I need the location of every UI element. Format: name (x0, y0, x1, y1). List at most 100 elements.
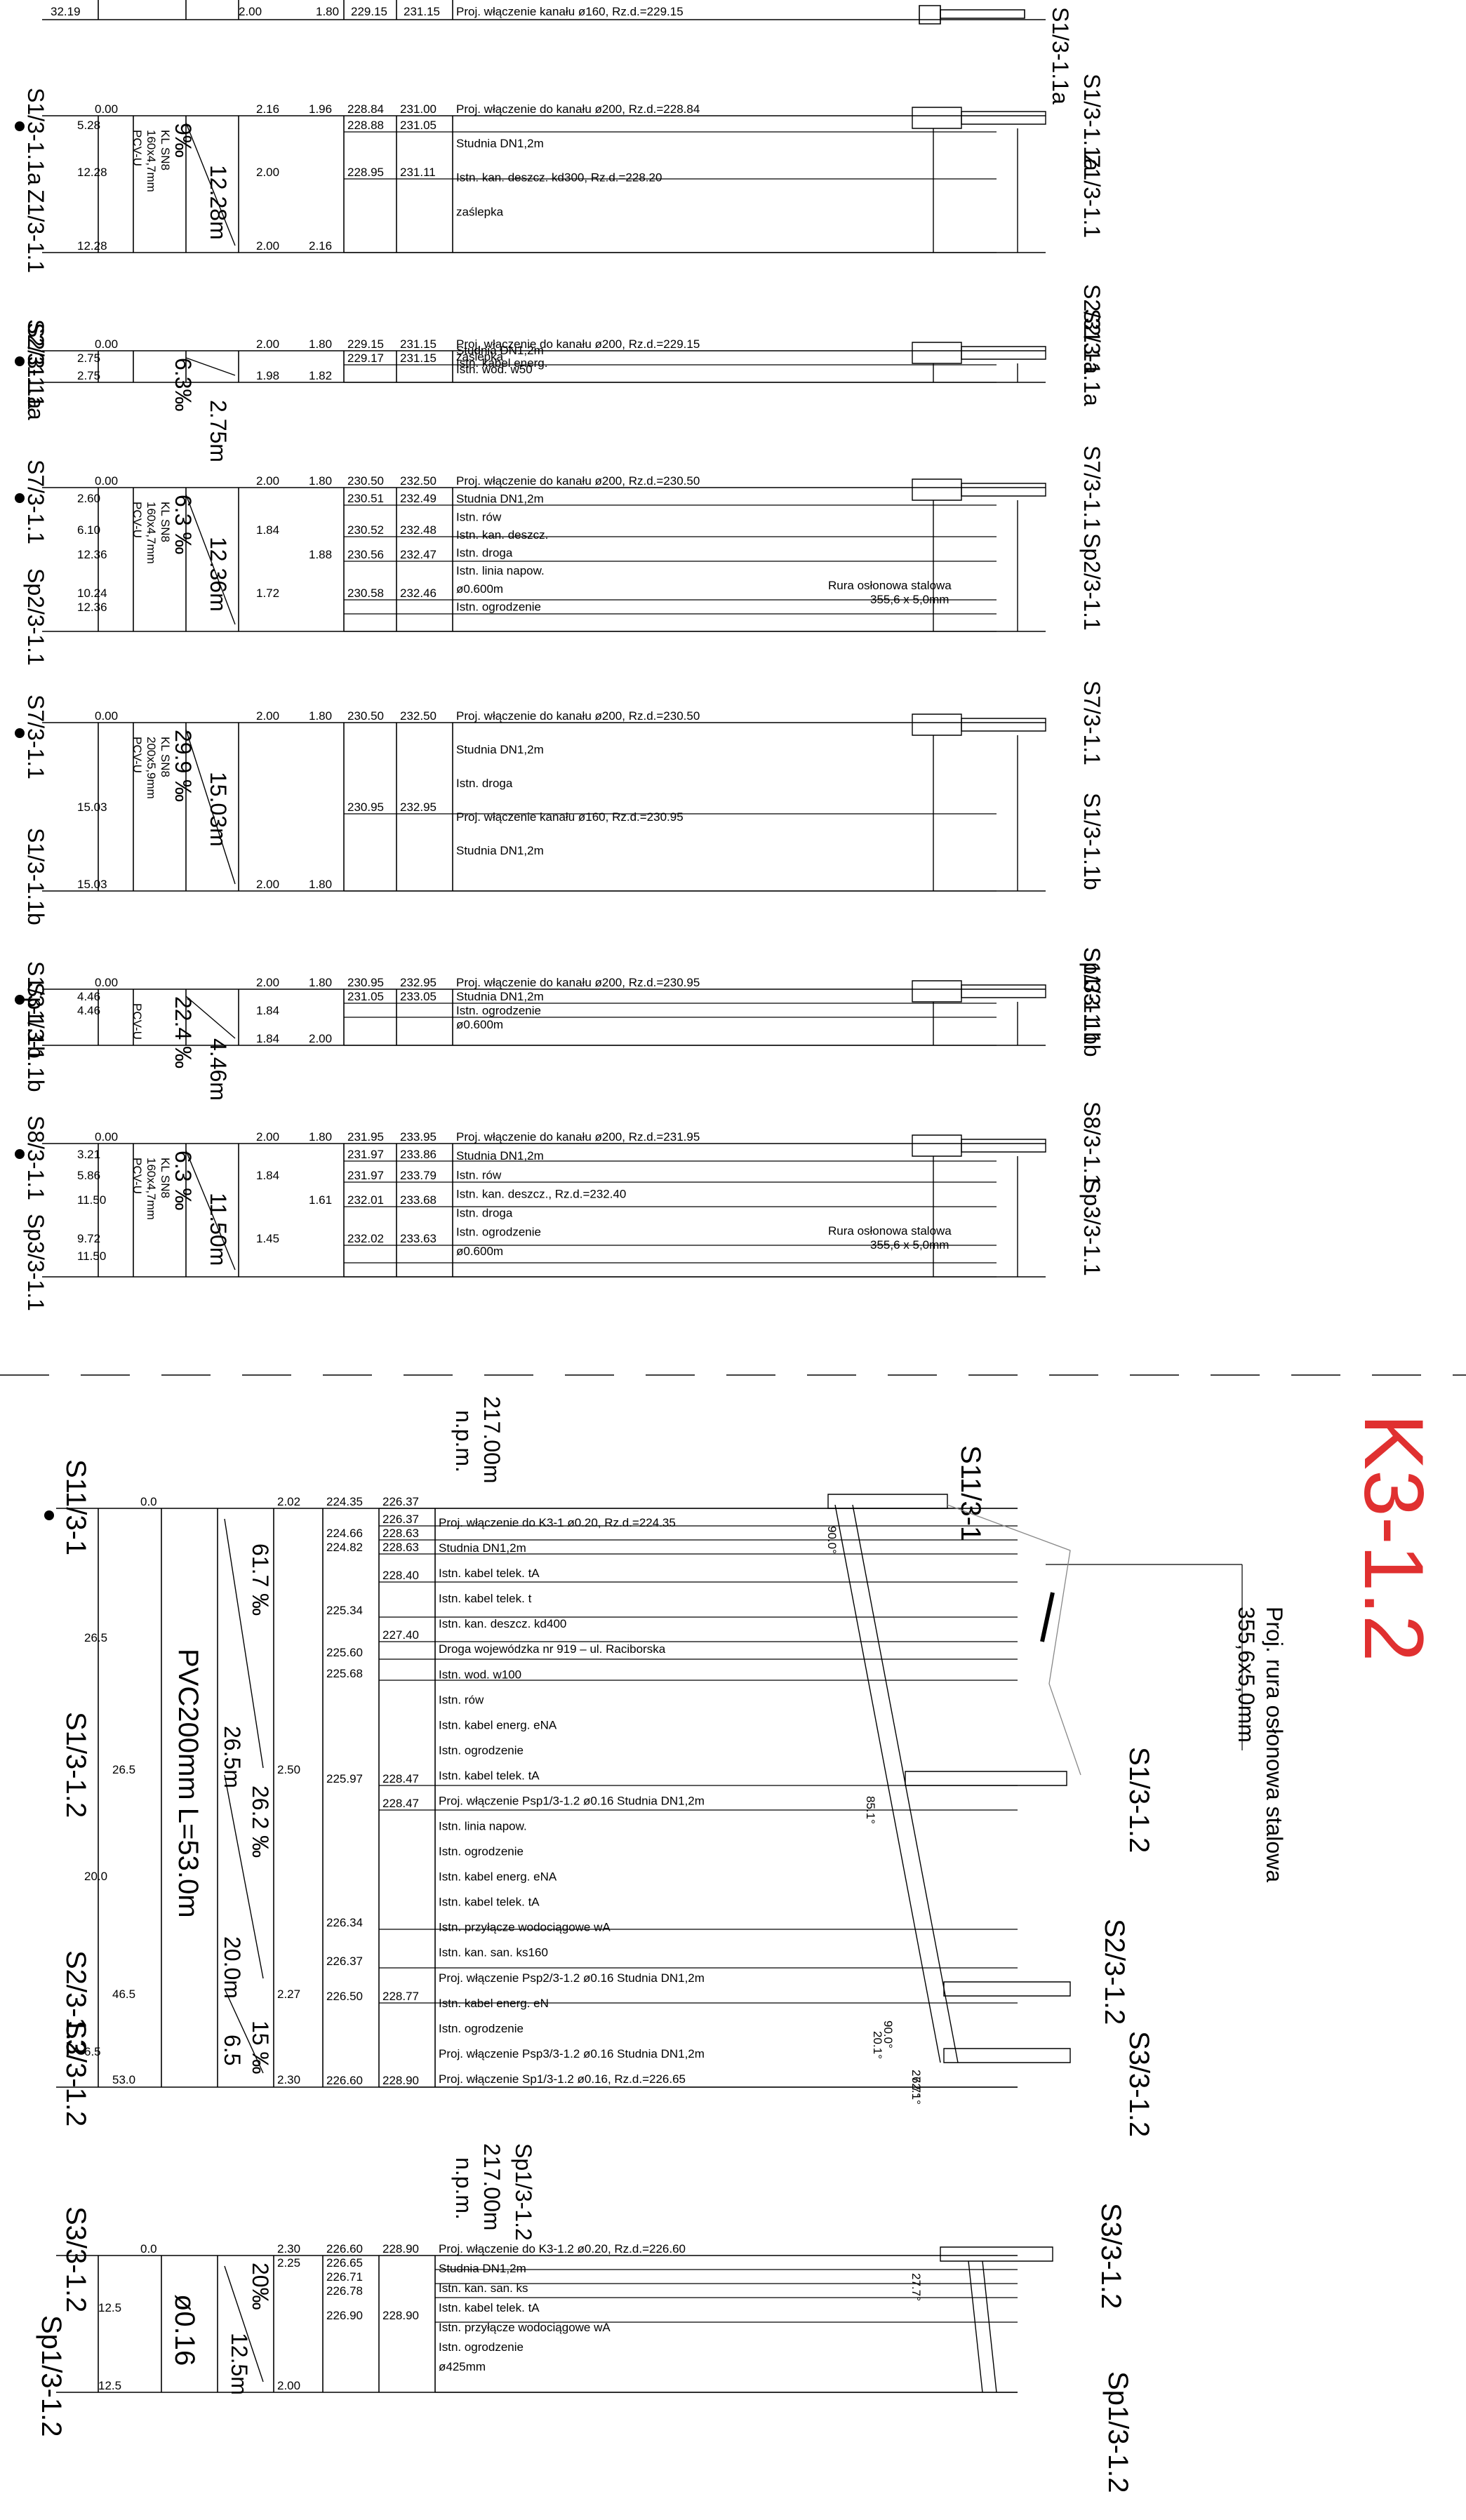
k-angle-label: 90.0° (825, 1526, 839, 1554)
pipe-plan (961, 718, 1046, 731)
casing-label: Rura osłonowa stalowa (828, 1224, 952, 1238)
k-angle-label: 62.1° (909, 2077, 923, 2105)
note-text: Istn. ogrodzenie (456, 1004, 541, 1017)
level-bottom: 231.95 (347, 1130, 384, 1144)
manhole-symbol (15, 356, 25, 366)
level-top: 233.86 (400, 1148, 437, 1161)
level-bottom: 229.15 (347, 337, 384, 351)
sp-note-text: Istn. ogrodzenie (439, 2340, 524, 2354)
level-bottom: 230.95 (347, 976, 384, 989)
k-slope-diagonal (225, 1989, 263, 2073)
k-note-text: Istn. kabel energ. eNA (439, 1870, 557, 1884)
sp-note-text: Proj. włączenie do K3-1.2 ø0.20, Rz.d.=2… (439, 2242, 686, 2256)
plan-end-label: Sp1/3-1.1b (1079, 947, 1105, 1057)
pipe-plan (961, 985, 1046, 998)
sp-datum: 217.00m (479, 2143, 505, 2231)
k-note-text: Istn. kan. deszcz. kd400 (439, 1617, 566, 1630)
manhole-symbol (15, 121, 25, 131)
slope-value: 6.3 ‰ (171, 1151, 196, 1210)
plan-end-label: Sp2/3-1.1 (1079, 533, 1105, 631)
sp-top-label: Sp1/3-1.2 (511, 2143, 536, 2241)
k-note-text: Istn. kabel telek. tA (439, 1896, 540, 1909)
depth-value: 2.00 (256, 1130, 279, 1144)
plan-end-label: Z1/3-1.1 (1079, 154, 1105, 238)
k-level-top: 228.47 (382, 1772, 419, 1785)
pipe-spec: 200x5,9mm (145, 737, 158, 799)
slope-value: 6.3 ‰ (171, 495, 196, 554)
manhole-symbol (15, 995, 25, 1005)
level-bottom: 231.05 (347, 990, 384, 1003)
station-value: 2.75 (77, 351, 100, 365)
k-level-top: 228.77 (382, 1990, 419, 2003)
station-value: 0.00 (95, 976, 118, 989)
top-depth-1: 2.00 (239, 5, 262, 18)
note-text: Proj. włączenie do kanału ø200, Rz.d.=22… (456, 102, 700, 116)
slope-diagonal (186, 996, 235, 1038)
pipe-plan (961, 483, 1046, 496)
note-text: Studnia DN1,2m (456, 492, 544, 506)
pipe-spec: PCV-U (131, 737, 144, 773)
note-text: ø0.600m (456, 1018, 503, 1031)
sp-note-text: Istn. przyłącze wodociągowe wA (439, 2321, 611, 2334)
manhole-plan (912, 107, 961, 128)
k-note-text: Proj. włączenie Sp1/3-1.2 ø0.16, Rz.d.=2… (439, 2072, 686, 2086)
level-bottom: 230.50 (347, 709, 384, 723)
k-pipe-spec: PVC200mm L=53.0m (173, 1649, 204, 1918)
level-top: 231.15 (400, 337, 437, 351)
k-angle-label: 27.7° (909, 2070, 923, 2098)
note-text: Istn. kabel energ. (456, 356, 547, 370)
slope-diagonal (186, 358, 235, 375)
note-text: Istn. rów (456, 510, 502, 523)
depth-value: 1.61 (309, 1193, 332, 1207)
sp-station-label: Sp1/3-1.2 (1102, 2371, 1133, 2493)
section-start-label: S1/3-1.1a (23, 88, 48, 185)
k-station-value: 53.0 (112, 2073, 135, 2086)
depth-value: 2.00 (256, 239, 279, 253)
pipe-spec: 160x4,7mm (145, 130, 158, 192)
note-text: Studnia DN1,2m (456, 743, 544, 756)
k-angle-label: 90.0° (881, 2020, 895, 2049)
k-level-top: 228.47 (382, 1797, 419, 1810)
length-value: 4.46m (206, 1038, 231, 1101)
top-level-2: 231.15 (404, 5, 440, 18)
k-note-text: Istn. ogrodzenie (439, 1743, 524, 1757)
sp-manhole-plan (940, 2247, 1053, 2261)
k-datum-unit: n.p.m. (451, 1410, 477, 1473)
k-casing-pipe (1042, 1593, 1053, 1642)
section-end-label: Sp3/3-1.1 (23, 1214, 48, 1311)
section-end-label: Sp2/3-1.1 (23, 568, 48, 666)
k-note-text: Istn. przyłącze wodociągowe wA (439, 1921, 611, 1934)
k-level-bottom: 226.34 (326, 1916, 363, 1929)
slope-value: 29.9 ‰ (171, 730, 196, 802)
level-top: 232.48 (400, 523, 437, 537)
station-value: 0.00 (95, 474, 118, 488)
k-level-top: 227.40 (382, 1628, 419, 1642)
k-note-text: Istn. kabel telek. t (439, 1592, 532, 1605)
manhole-symbol (15, 493, 25, 503)
casing-label: Rura osłonowa stalowa (828, 579, 952, 592)
k-slope: 15 ‰ (248, 2020, 273, 2074)
k-road-edge (947, 1505, 1081, 1775)
pipe-spec: KL SN8 (159, 1158, 172, 1198)
slope-diagonal (186, 730, 235, 884)
level-top: 231.15 (400, 351, 437, 365)
k-level-bottom: 226.37 (326, 1955, 363, 1968)
note-text: Proj. włączenie kanału ø160, Rz.d.=230.9… (456, 810, 684, 824)
station-value: 0.00 (95, 337, 118, 351)
k-manhole-plan (828, 1494, 947, 1508)
note-text: Istn. droga (456, 777, 513, 790)
station-value: 15.03 (77, 878, 107, 891)
plan-start-label: S1/3-1.1b (1079, 947, 1105, 1045)
k-note-text: Droga wojewódzka nr 919 – ul. Raciborska (439, 1642, 666, 1656)
k-level-bottom: 226.60 (326, 2074, 363, 2087)
plan-start-label: S8/3-1.1 (1079, 1101, 1105, 1186)
station-value: 12.28 (77, 239, 107, 253)
sp-level-bottom: 226.65 (326, 2256, 363, 2270)
k-level-top: 226.37 (382, 1513, 419, 1526)
depth-value: 1.84 (256, 1169, 279, 1182)
plan-end-label: S1/3-1.1b (1079, 793, 1105, 890)
sp-angle-label: 27.7° (909, 2273, 923, 2301)
plan-start-label: S1/3-1.1a (1079, 74, 1105, 171)
k-level-top: 228.40 (382, 1569, 419, 1582)
